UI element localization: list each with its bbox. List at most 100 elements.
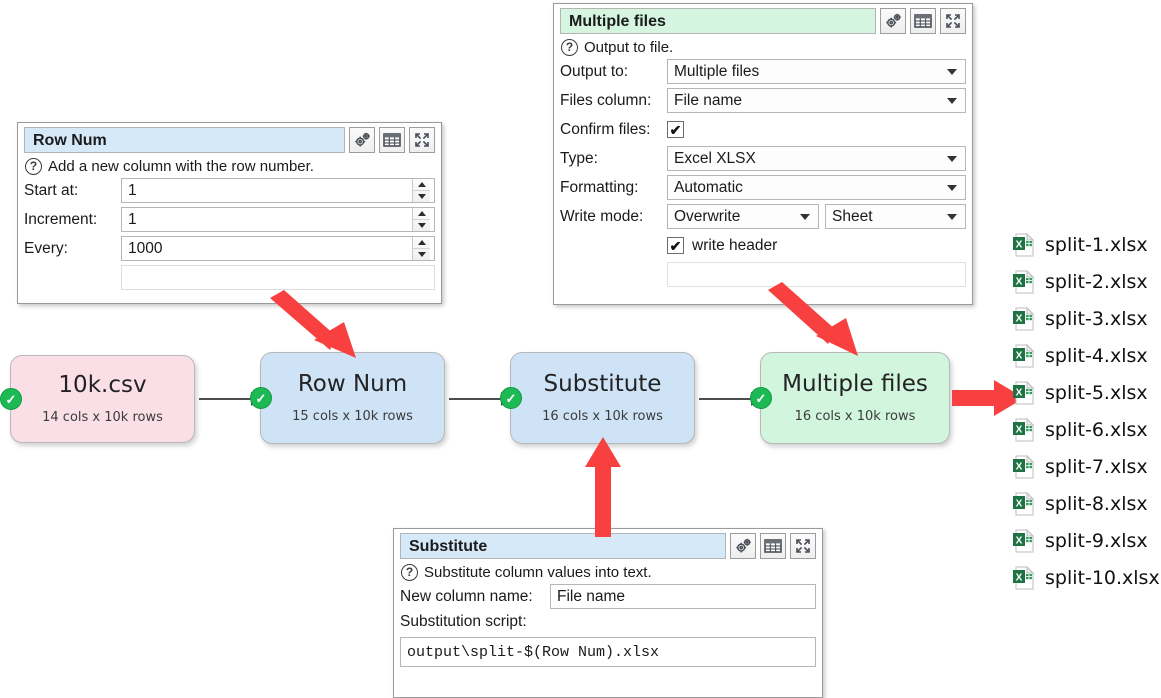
field-label: Every: <box>24 239 68 257</box>
list-item[interactable]: X split-1.xlsx <box>1012 226 1160 263</box>
field-partial-row[interactable] <box>560 262 966 287</box>
script-text: output\split-$(Row Num).xlsx <box>407 643 660 661</box>
table-icon[interactable] <box>910 8 936 34</box>
file-name: split-1.xlsx <box>1045 233 1148 256</box>
panel-title-input[interactable]: Row Num <box>24 127 345 153</box>
write-target-select[interactable]: Sheet <box>825 204 966 229</box>
panel-title-input[interactable]: Multiple files <box>560 8 876 34</box>
field-label: Confirm files: <box>560 120 651 138</box>
new-column-name-input[interactable]: File name <box>550 584 816 609</box>
field-formatting[interactable]: Formatting: Automatic <box>560 175 966 200</box>
files-column-select[interactable]: File name <box>667 88 966 113</box>
substitution-script-editor[interactable]: output\split-$(Row Num).xlsx <box>400 637 816 667</box>
output-file-list: X split-1.xlsx X split-2.xlsx X split-3.… <box>1012 226 1160 596</box>
svg-text:X: X <box>1016 387 1023 398</box>
field-value: Sheet <box>832 207 873 225</box>
field-increment[interactable]: Increment: 1 <box>24 207 435 232</box>
every-input[interactable]: 1000 <box>121 236 435 261</box>
formatting-select[interactable]: Automatic <box>667 175 966 200</box>
expand-icon[interactable] <box>409 127 435 153</box>
list-item[interactable]: X split-5.xlsx <box>1012 374 1160 411</box>
help-icon[interactable]: ? <box>401 564 418 581</box>
spinner-up[interactable] <box>413 237 430 249</box>
excel-file-icon: X <box>1013 380 1034 404</box>
gears-icon[interactable] <box>730 533 756 559</box>
expand-icon[interactable] <box>790 533 816 559</box>
field-write-header[interactable]: ✔ write header <box>560 233 966 258</box>
write-header-checkbox[interactable]: ✔ <box>667 237 684 254</box>
panel-row-num[interactable]: Row Num <box>17 122 442 304</box>
node-name: Multiple files <box>782 370 928 397</box>
gears-icon[interactable] <box>880 8 906 34</box>
flow-node-10k-csv[interactable]: 10k.csv 14 cols x 10k rows ✓ <box>0 355 195 443</box>
spinner-buttons[interactable] <box>412 237 430 260</box>
field-confirm-files[interactable]: Confirm files: ✔ <box>560 117 966 142</box>
panel-substitute[interactable]: Substitute <box>393 528 823 698</box>
chevron-down-icon <box>800 213 810 220</box>
list-item[interactable]: X split-8.xlsx <box>1012 485 1160 522</box>
panel-title-input[interactable]: Substitute <box>400 533 726 559</box>
excel-file-icon: X <box>1013 565 1034 589</box>
partial-input[interactable] <box>121 265 435 290</box>
field-write-mode[interactable]: Write mode: Overwrite Sheet <box>560 204 966 229</box>
list-item[interactable]: X split-3.xlsx <box>1012 300 1160 337</box>
table-icon[interactable] <box>379 127 405 153</box>
field-value: 1000 <box>128 239 163 257</box>
flow-node-substitute[interactable]: Substitute 16 cols x 10k rows ✓ <box>500 352 695 444</box>
file-name: split-10.xlsx <box>1045 566 1160 589</box>
start-at-input[interactable]: 1 <box>121 178 435 203</box>
annotation-arrow-substitute <box>585 437 621 537</box>
status-ok-icon: ✓ <box>0 388 22 410</box>
field-files-column[interactable]: Files column: File name <box>560 88 966 113</box>
field-type[interactable]: Type: Excel XLSX <box>560 146 966 171</box>
type-select[interactable]: Excel XLSX <box>667 146 966 171</box>
node-name: Row Num <box>297 370 408 397</box>
gears-icon[interactable] <box>349 127 375 153</box>
excel-file-icon: X <box>1013 306 1034 330</box>
list-item[interactable]: X split-10.xlsx <box>1012 559 1160 596</box>
field-start-at[interactable]: Start at: 1 <box>24 178 435 203</box>
spinner-down[interactable] <box>413 191 430 202</box>
field-value: 1 <box>128 181 137 199</box>
svg-text:X: X <box>1016 424 1023 435</box>
help-icon[interactable]: ? <box>25 158 42 175</box>
list-item[interactable]: X split-7.xlsx <box>1012 448 1160 485</box>
flow-node-multiple-files[interactable]: Multiple files 16 cols x 10k rows ✓ <box>750 352 950 444</box>
list-item[interactable]: X split-6.xlsx <box>1012 411 1160 448</box>
file-name: split-5.xlsx <box>1045 381 1148 404</box>
panel-multiple-files[interactable]: Multiple files <box>553 3 973 305</box>
list-item[interactable]: X split-9.xlsx <box>1012 522 1160 559</box>
output-to-select[interactable]: Multiple files <box>667 59 966 84</box>
increment-input[interactable]: 1 <box>121 207 435 232</box>
list-item[interactable]: X split-2.xlsx <box>1012 263 1160 300</box>
field-partial-row[interactable] <box>24 265 435 290</box>
partial-input[interactable] <box>667 262 966 287</box>
excel-file-icon: X <box>1013 417 1034 441</box>
spinner-up[interactable] <box>413 179 430 191</box>
flow-node-row-num[interactable]: Row Num 15 cols x 10k rows ✓ <box>250 352 445 444</box>
field-output-to[interactable]: Output to: Multiple files <box>560 59 966 84</box>
list-item[interactable]: X split-4.xlsx <box>1012 337 1160 374</box>
excel-file-icon: X <box>1013 343 1034 367</box>
svg-text:X: X <box>1016 535 1023 546</box>
help-icon[interactable]: ? <box>561 39 578 56</box>
field-every[interactable]: Every: 1000 <box>24 236 435 261</box>
chevron-down-icon <box>947 184 957 191</box>
excel-file-icon: X <box>1013 232 1034 256</box>
spinner-down[interactable] <box>413 249 430 260</box>
node-subtitle: 14 cols x 10k rows <box>42 410 163 426</box>
confirm-files-checkbox[interactable]: ✔ <box>667 121 684 138</box>
panel-hint-text: Output to file. <box>584 39 674 56</box>
spinner-down[interactable] <box>413 220 430 231</box>
spinner-up[interactable] <box>413 208 430 220</box>
field-new-column-name[interactable]: New column name: File name <box>400 584 816 609</box>
table-icon[interactable] <box>760 533 786 559</box>
spinner-buttons[interactable] <box>412 208 430 231</box>
file-name: split-2.xlsx <box>1045 270 1148 293</box>
file-name: split-8.xlsx <box>1045 492 1148 515</box>
excel-file-icon: X <box>1013 528 1034 552</box>
panel-hint: ? Substitute column values into text. <box>400 562 816 584</box>
expand-icon[interactable] <box>940 8 966 34</box>
spinner-buttons[interactable] <box>412 179 430 202</box>
write-mode-select[interactable]: Overwrite <box>667 204 819 229</box>
